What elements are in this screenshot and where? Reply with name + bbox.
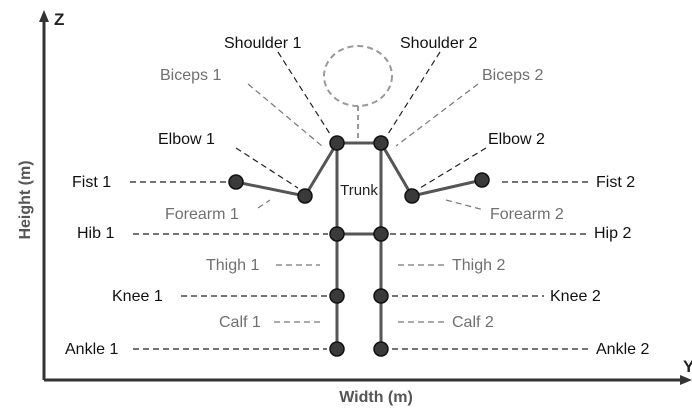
- forearm-1-leader: [258, 200, 270, 208]
- thigh-1-label: Thigh 1: [206, 257, 259, 274]
- trunk-label: Trunk: [340, 182, 378, 199]
- shoulder-1-label: Shoulder 1: [224, 35, 301, 52]
- shoulder-2-leader: [388, 52, 440, 134]
- calf-1-label: Calf 1: [219, 314, 261, 331]
- ankle-1-label: Ankle 1: [65, 341, 118, 358]
- forearm-2-label: Forearm 2: [490, 206, 564, 223]
- knee-1-label: Knee 1: [112, 288, 163, 305]
- ankle-1-joint: [330, 342, 344, 356]
- shoulder-1-joint: [330, 136, 344, 150]
- height-axis-title: Height (m): [17, 160, 34, 239]
- elbow-2-joint: [405, 189, 419, 203]
- biceps-1-leader: [248, 84, 322, 146]
- width-axis-title: Width (m): [339, 389, 413, 406]
- fist-1-joint: [229, 175, 243, 189]
- fist-2-label: Fist 2: [596, 174, 635, 191]
- knee-2-joint: [374, 289, 388, 303]
- shoulder-2-joint: [374, 136, 388, 150]
- ankle-2-label: Ankle 2: [596, 341, 649, 358]
- upper-arm-2-bone: [381, 143, 412, 196]
- forearm-2-bone: [412, 180, 482, 196]
- biceps-2-label: Biceps 2: [482, 67, 543, 84]
- shoulder-1-leader: [278, 52, 330, 134]
- forearm-2-leader: [446, 200, 484, 210]
- z-axis-label: Z: [54, 10, 64, 29]
- hip-2-label: Hip 2: [594, 225, 631, 242]
- shoulder-2-label: Shoulder 2: [400, 35, 477, 52]
- upper-arm-1-bone: [305, 143, 337, 196]
- y-axis-label: Y: [683, 357, 692, 376]
- biceps-2-leader: [396, 84, 478, 146]
- hip-2-joint: [374, 227, 388, 241]
- hip-1-joint: [330, 227, 344, 241]
- elbow-2-label: Elbow 2: [488, 131, 545, 148]
- biceps-1-label: Biceps 1: [160, 67, 221, 84]
- elbow-1-leader: [236, 148, 298, 188]
- knee-1-joint: [330, 289, 344, 303]
- y-axis-arrow-icon: [680, 375, 692, 385]
- ankle-2-joint: [374, 342, 388, 356]
- z-axis-arrow-icon: [39, 10, 49, 22]
- fist-2-joint: [475, 173, 489, 187]
- thigh-2-label: Thigh 2: [452, 257, 505, 274]
- head-outline: [324, 46, 392, 106]
- knee-2-label: Knee 2: [550, 288, 601, 305]
- hip-1-label: Hib 1: [77, 225, 114, 242]
- elbow-1-label: Elbow 1: [158, 131, 215, 148]
- elbow-1-joint: [298, 189, 312, 203]
- forearm-1-bone: [236, 182, 305, 196]
- calf-2-label: Calf 2: [452, 314, 494, 331]
- fist-1-label: Fist 1: [72, 174, 111, 191]
- forearm-1-label: Forearm 1: [165, 206, 239, 223]
